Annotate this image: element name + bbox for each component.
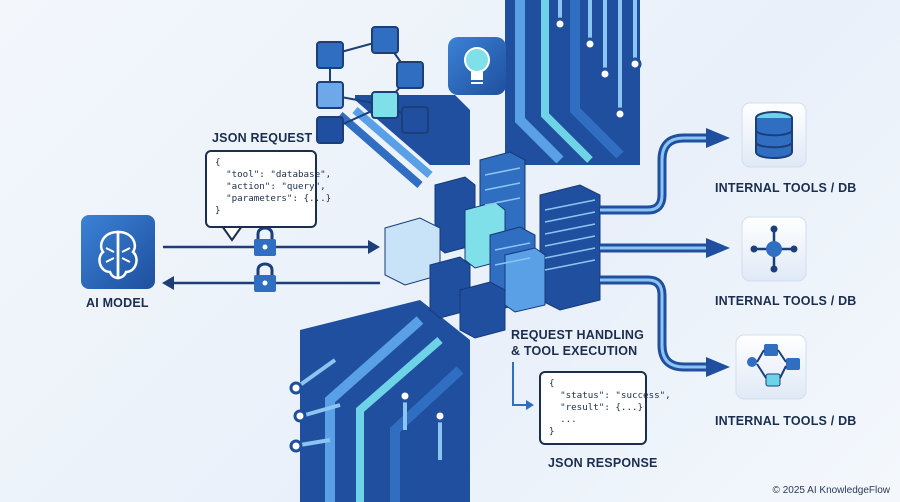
- json-response-title: JSON RESPONSE: [548, 456, 658, 470]
- code-line: "action": "query",: [215, 181, 326, 192]
- code-line: ...: [549, 414, 577, 425]
- workflow-icon: [735, 334, 807, 400]
- code-line: "parameters": {...}: [215, 193, 332, 204]
- lightbulb-icon: [448, 37, 506, 95]
- response-pointer-head: [526, 400, 534, 410]
- code-line: }: [215, 205, 221, 216]
- request-handling-label: REQUEST HANDLING: [511, 328, 645, 342]
- padlock-icon: [254, 262, 276, 292]
- code-line: {: [549, 378, 555, 389]
- code-line: "tool": "database",: [215, 169, 332, 180]
- tool-label-database: INTERNAL TOOLS / DB: [715, 181, 857, 195]
- tool-label-workflow: INTERNAL TOOLS / DB: [715, 414, 857, 428]
- code-line: {: [215, 157, 221, 168]
- tool-execution-label: & TOOL EXECUTION: [511, 344, 638, 358]
- json-request-title: JSON REQUEST: [212, 131, 313, 145]
- circuit-band-bottom-left: [289, 300, 470, 502]
- tool-arrows: [600, 128, 730, 377]
- database-icon: [741, 102, 807, 168]
- code-line: }: [549, 426, 555, 437]
- request-bubble-pointer: [220, 225, 244, 242]
- json-request-box: { "tool": "database", "action": "query",…: [205, 150, 332, 228]
- json-response-box: { "status": "success", "result": {...}, …: [539, 371, 671, 445]
- server-cluster: [384, 151, 601, 339]
- network-hub-icon: [741, 216, 807, 282]
- response-pointer-arrow: [512, 362, 530, 406]
- ai-model-label: AI MODEL: [86, 296, 149, 310]
- code-line: "result": {...},: [549, 402, 649, 413]
- circuit-band-top-right: [505, 0, 642, 165]
- brain-icon: [81, 215, 155, 289]
- copyright-footer: © 2025 AI KnowledgeFlow: [772, 485, 890, 496]
- code-line: "status": "success",: [549, 390, 671, 401]
- tool-label-network: INTERNAL TOOLS / DB: [715, 294, 857, 308]
- cube-network: [316, 26, 429, 144]
- padlock-icon: [254, 226, 276, 256]
